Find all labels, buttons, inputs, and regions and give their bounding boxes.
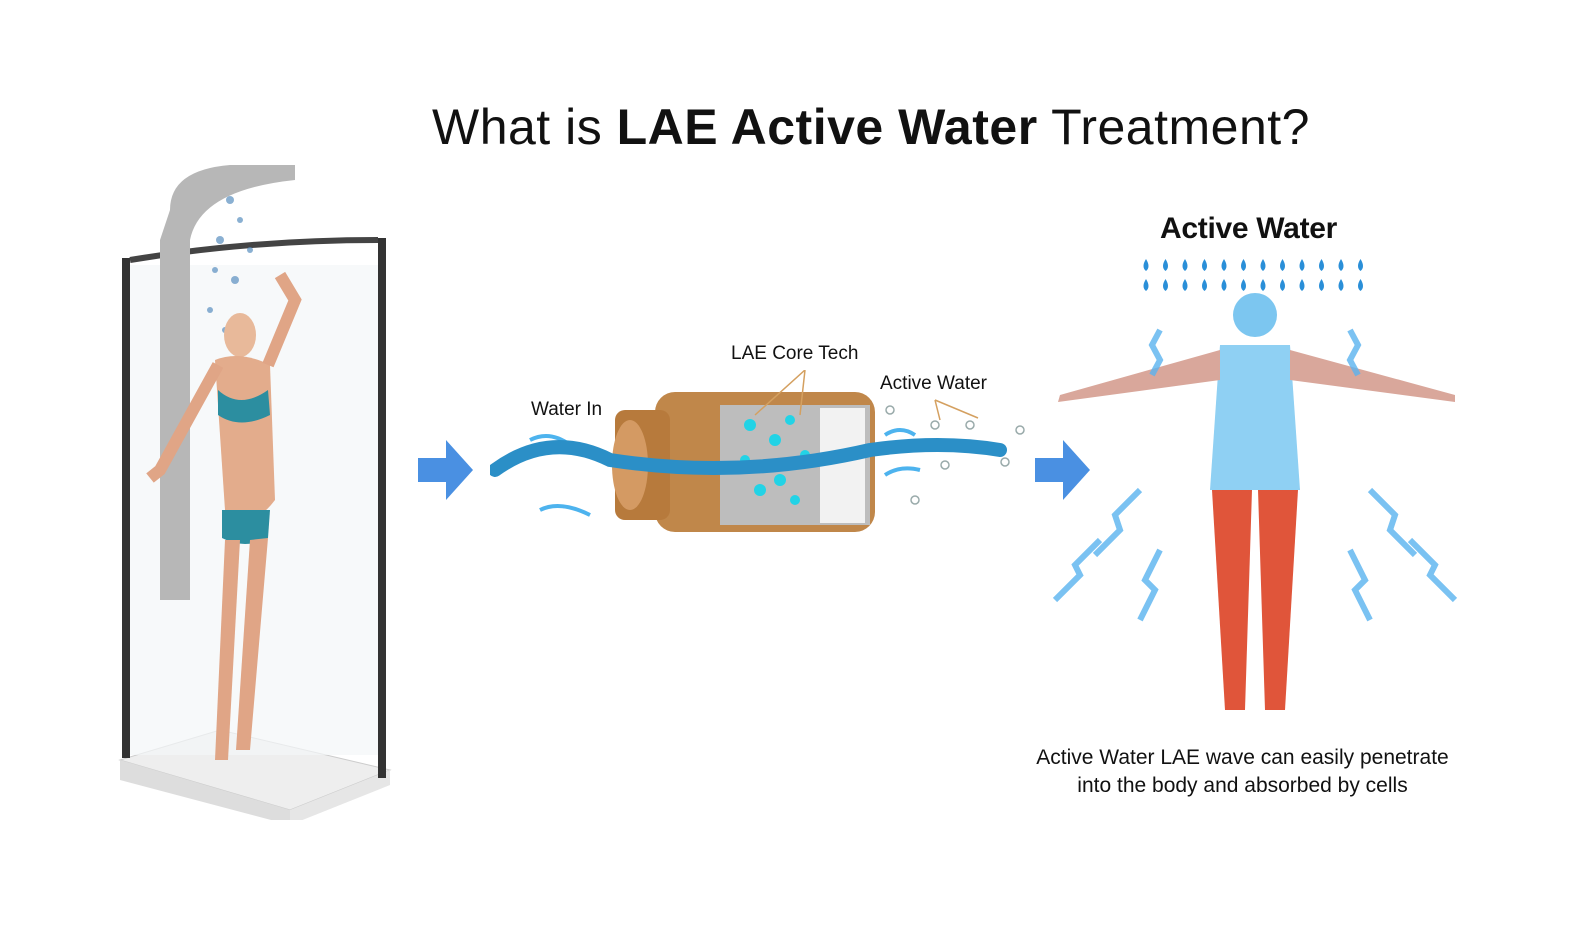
lae-filter-illustration [490, 370, 1025, 532]
droplet [1280, 259, 1285, 271]
droplet [1299, 279, 1305, 291]
droplet [1299, 259, 1305, 271]
active-water-label: Active Water [880, 373, 987, 394]
droplets-icon [1143, 259, 1363, 291]
droplet [1163, 259, 1168, 271]
droplet [1358, 279, 1363, 291]
droplet [1221, 279, 1227, 291]
droplet [1143, 259, 1149, 271]
droplet [1143, 279, 1149, 291]
caption-line-1: Active Water LAE wave can easily penetra… [1036, 746, 1449, 769]
droplet [1182, 279, 1188, 291]
droplet [1358, 259, 1363, 271]
droplet [1260, 259, 1266, 271]
droplet [1163, 279, 1168, 291]
droplet [1280, 279, 1285, 291]
droplet [1221, 259, 1227, 271]
droplet [1338, 279, 1344, 291]
droplet [1260, 279, 1266, 291]
caption: Active Water LAE wave can easily penetra… [1000, 744, 1485, 800]
droplet [1202, 279, 1207, 291]
droplet [1319, 259, 1324, 271]
droplet [1319, 279, 1324, 291]
water-in-label: Water In [531, 399, 603, 420]
droplet [1202, 259, 1207, 271]
page-title: What is LAE Active Water Treatment? [432, 99, 1310, 155]
droplet [1241, 259, 1246, 271]
caption-line-2: into the body and absorbed by cells [1077, 774, 1408, 797]
droplet [1182, 259, 1188, 271]
shower-illustration [118, 165, 392, 820]
arrow-right-icon [1035, 440, 1090, 500]
arrow-right-icon [418, 440, 473, 500]
core-tech-label: LAE Core Tech [731, 343, 859, 364]
droplet [1241, 279, 1246, 291]
active-water-heading: Active Water [1160, 212, 1338, 245]
human-body-illustration [1052, 293, 1458, 710]
droplet [1338, 259, 1344, 271]
